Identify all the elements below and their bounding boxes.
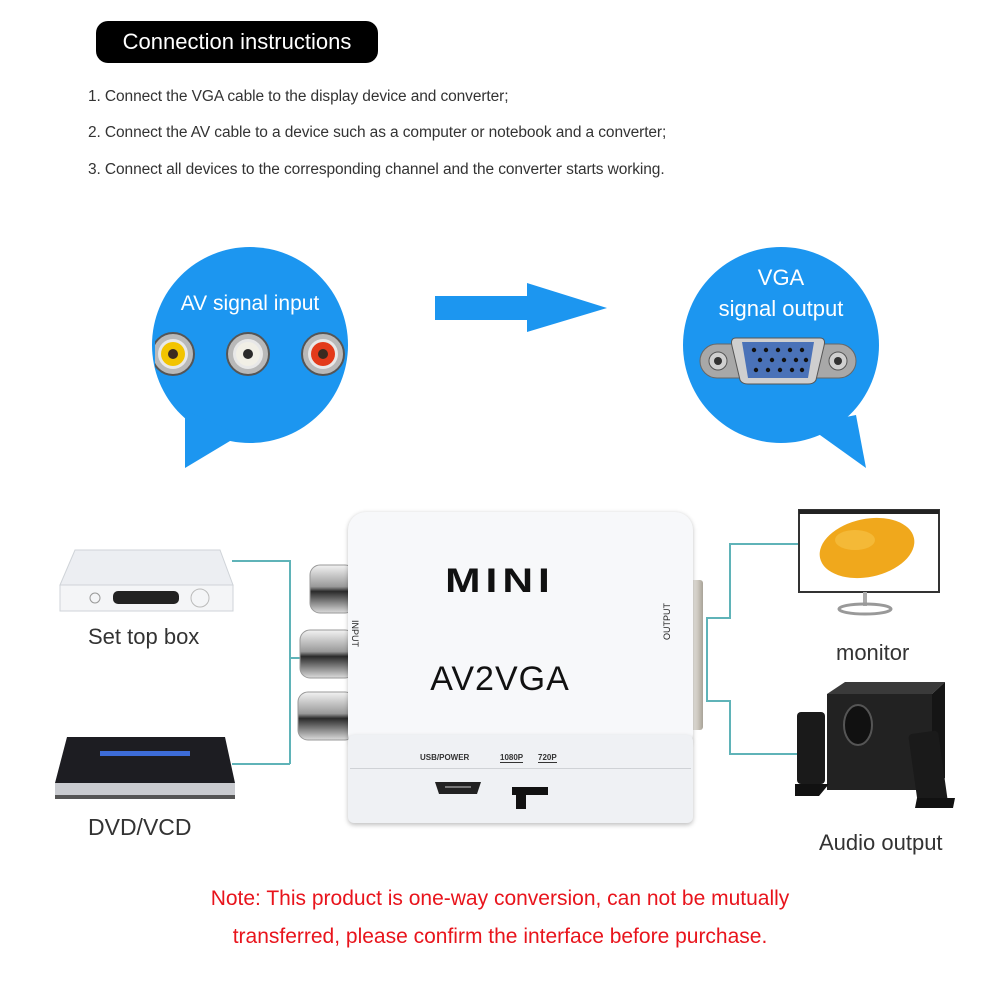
mini-usb-port-icon (435, 782, 481, 794)
model-label: AV2VGA (430, 660, 570, 698)
output-side-label: OUTPUT (662, 603, 672, 640)
switch-720p-label: 720P (538, 753, 557, 763)
input-side-label: INPUT (350, 620, 360, 647)
set-top-box-label: Set top box (88, 624, 200, 649)
av-input-bubble: AV signal input (145, 240, 355, 470)
resolution-switch[interactable] (512, 785, 552, 813)
note-line-1: Note: This product is one-way conversion… (210, 887, 790, 910)
vga-label: VGA (757, 265, 805, 290)
signal-output-label: signal output (718, 296, 844, 321)
usb-power-label: USB/POWER (420, 753, 470, 762)
step-2: 2. Connect the AV cable to a device such… (88, 124, 667, 141)
dvd-vcd-label: DVD/VCD (88, 814, 192, 840)
note-line-2: transferred, please confirm the interfac… (232, 925, 768, 948)
dvd-player-image (55, 737, 235, 799)
vga-port-icon (699, 337, 857, 385)
step-1: 1. Connect the VGA cable to the display … (88, 88, 509, 105)
rca-ports-icon (297, 564, 356, 741)
av2vga-converter: MINI AV2VGA INPUT OUTPUT USB/POWER 1080P… (290, 500, 710, 840)
av-input-label: AV signal input (180, 292, 320, 315)
brand-label: MINI (445, 562, 555, 600)
rca-jacks-icon (155, 332, 345, 376)
set-top-box-image (59, 549, 234, 612)
vga-output-bubble: VGA signal output (676, 240, 886, 470)
audio-output-label: Audio output (819, 830, 943, 855)
arrow-right-icon (435, 283, 607, 332)
speakers-image (795, 682, 955, 808)
monitor-image (798, 509, 940, 616)
switch-1080p-label: 1080P (500, 753, 524, 763)
section-title: Connection instructions (96, 21, 378, 63)
step-3: 3. Connect all devices to the correspond… (88, 161, 665, 178)
monitor-label: monitor (836, 640, 910, 665)
